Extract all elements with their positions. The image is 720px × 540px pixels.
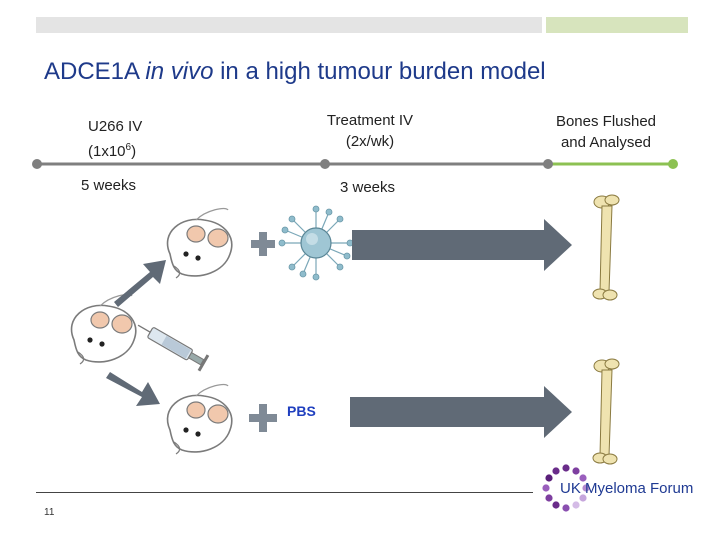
- timeline-stage3-dot: [543, 159, 553, 169]
- bone-icon-control: [592, 358, 620, 465]
- stage1-label: U266 IV (1x106): [88, 116, 142, 162]
- stage2-line2: (2x/wk): [345, 133, 395, 150]
- mouse-icon-control: [166, 383, 233, 455]
- stage2-duration: 3 weeks: [340, 179, 396, 196]
- syringe-icon: [137, 324, 210, 372]
- arrow-treatment-to-bone: [352, 219, 572, 271]
- arrow-down-to-control: [106, 372, 160, 406]
- stage2-line1: Treatment IV: [326, 112, 414, 129]
- stage3-line1: Bones Flushed: [555, 113, 657, 130]
- stage1-line1: U266 IV: [88, 118, 143, 135]
- timeline-end-dot: [668, 159, 678, 169]
- mouse-icon-source: [70, 293, 137, 365]
- header-bar-grey: [36, 17, 542, 33]
- stage3-label: Bones Flushed and Analysed: [536, 111, 676, 153]
- uk-myeloma-forum-logo-icon: [542, 464, 590, 512]
- uk-myeloma-forum-logo-text: UK Myeloma Forum: [560, 480, 694, 497]
- page-number: 11: [44, 507, 55, 518]
- timeline: [32, 159, 678, 169]
- stage1-line2: (1x106): [88, 142, 137, 160]
- plus-icon-treatment: [251, 232, 275, 256]
- arrow-up-to-treated: [114, 260, 166, 307]
- timeline-start-dot: [32, 159, 42, 169]
- mouse-icon-treated: [166, 207, 233, 279]
- plus-icon-control: [249, 404, 277, 432]
- header-bar-green: [546, 17, 688, 33]
- title-rest: in a high tumour burden model: [213, 58, 546, 85]
- slide-title: ADCE1A in vivo in a high tumour burden m…: [44, 58, 546, 86]
- virus-particle-icon: [278, 205, 354, 281]
- title-italic: in vivo: [145, 58, 214, 85]
- timeline-mid-dot: [320, 159, 330, 169]
- arrow-control-to-bone: [350, 386, 572, 438]
- stage1-duration: 5 weeks: [81, 177, 137, 194]
- bone-icon-treated: [592, 194, 620, 301]
- control-pbs-label: PBS: [287, 403, 316, 419]
- footer-divider: [36, 492, 533, 493]
- stage3-line2: and Analysed: [560, 134, 652, 151]
- stage2-label: Treatment IV (2x/wk): [300, 110, 440, 152]
- title-main: ADCE1A: [44, 58, 146, 85]
